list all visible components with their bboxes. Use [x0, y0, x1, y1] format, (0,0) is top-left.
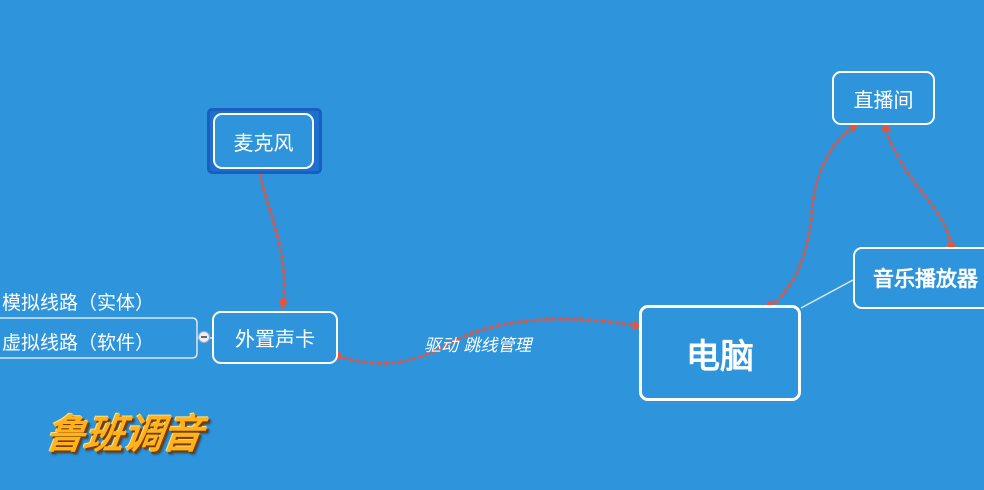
arrow-mic-to-card [257, 166, 289, 310]
arrow-computer-to-live [768, 123, 860, 308]
arrow-card-to-computer [335, 317, 643, 365]
link-computer-music [800, 279, 854, 309]
collapse-toggle-icon[interactable] [198, 331, 210, 343]
branch-analog-line[interactable]: 模拟线路（实体） [2, 292, 155, 314]
node-computer[interactable]: 电脑 [639, 305, 801, 401]
node-live-room[interactable]: 直播间 [832, 71, 935, 125]
node-microphone[interactable]: 麦克风 [213, 113, 314, 169]
branch-virtual-line[interactable]: 虚拟线路（软件） [2, 332, 155, 354]
node-music-player[interactable]: 音乐播放器 [853, 247, 984, 309]
arrow-music-to-live [881, 121, 953, 248]
brand-logo: 鲁班调音 [42, 412, 205, 458]
edge-label-driver: 驱动 跳线管理 [424, 336, 532, 356]
node-sound-card[interactable]: 外置声卡 [212, 311, 338, 364]
